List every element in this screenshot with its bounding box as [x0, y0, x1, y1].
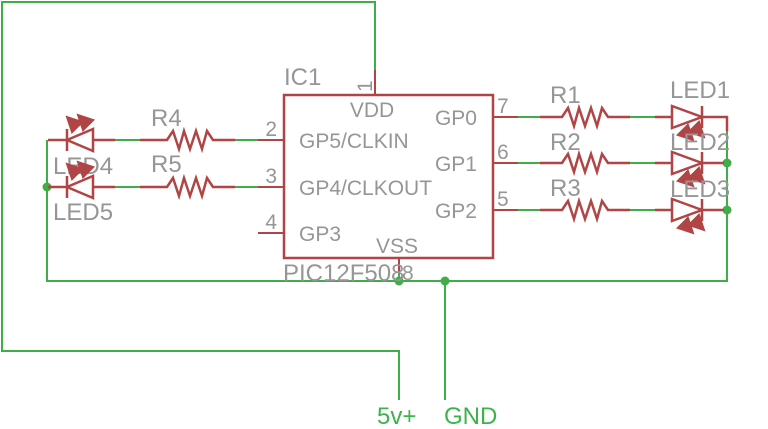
resistor-r3[interactable]: R3	[540, 175, 630, 224]
ic1-pin7-number: 7	[497, 95, 509, 118]
junction-dot	[440, 276, 450, 286]
resistor-r5[interactable]: R5	[140, 151, 235, 201]
ic1-pinlabel-gp2: GP2	[435, 200, 477, 223]
junction-dot	[722, 158, 732, 168]
led-led5-label: LED5	[53, 199, 113, 226]
led-led1-label: LED1	[670, 77, 730, 104]
ic1-pin2-number: 2	[265, 118, 277, 141]
net-vdd-rail[interactable]	[1, 1, 400, 400]
resistor-r5-label: R5	[151, 151, 182, 178]
resistor-r1[interactable]: R1	[540, 82, 630, 131]
led-led4[interactable]: LED4	[48, 113, 115, 180]
led-led3-label: LED3	[670, 176, 730, 203]
junction-dot	[394, 276, 404, 286]
led-led1[interactable]: LED1	[655, 77, 730, 142]
ic1-pinlabel-gp1: GP1	[435, 153, 477, 176]
ic1-pin8-number: 8	[402, 262, 414, 285]
supply-gnd-label: GND	[444, 403, 497, 429]
resistor-r3-label: R3	[550, 175, 581, 202]
ic1-ref-label: IC1	[284, 64, 321, 91]
resistor-r1-label: R1	[550, 82, 581, 109]
resistor-r2[interactable]: R2	[540, 129, 630, 177]
ic1-pin6-number: 6	[497, 141, 509, 164]
supply-5v-label: 5v+	[377, 403, 416, 429]
ic1-pin4-number: 4	[265, 211, 277, 234]
resistor-r4-label: R4	[151, 105, 182, 132]
ic1-pinlabel-vss: VSS	[376, 235, 418, 258]
resistor-r4[interactable]: R4	[140, 105, 235, 154]
led-led2-label: LED2	[670, 129, 730, 156]
ic1-pin5-number: 5	[497, 188, 509, 211]
led-led5[interactable]: LED5	[48, 160, 115, 226]
ic1-pinlabel-gp5: GP5/CLKIN	[299, 130, 409, 153]
led-led2[interactable]: LED2	[655, 129, 730, 188]
junction-dot	[722, 205, 732, 215]
supply-gnd[interactable]: GND	[444, 403, 497, 429]
junction-dot	[42, 182, 52, 192]
ic1-pinlabel-vdd: VDD	[350, 99, 394, 122]
ic1-pinlabel-gp0: GP0	[435, 107, 477, 130]
supply-5v[interactable]: 5v+	[377, 403, 416, 429]
ic1-pinlabel-gp3: GP3	[299, 223, 341, 246]
ic1-value-label: PIC12F508	[283, 260, 404, 287]
ic1-symbol[interactable]: IC1 PIC12F508 VDD VSS GP5/CLKIN GP4/CLKO…	[258, 64, 518, 287]
ic1-pin3-number: 3	[265, 165, 277, 188]
led-led3[interactable]: LED3	[655, 176, 730, 235]
ic1-pinlabel-gp4: GP4/CLKOUT	[299, 177, 432, 200]
resistor-r2-label: R2	[550, 129, 581, 156]
ic1-pin1-number: 1	[354, 80, 377, 92]
